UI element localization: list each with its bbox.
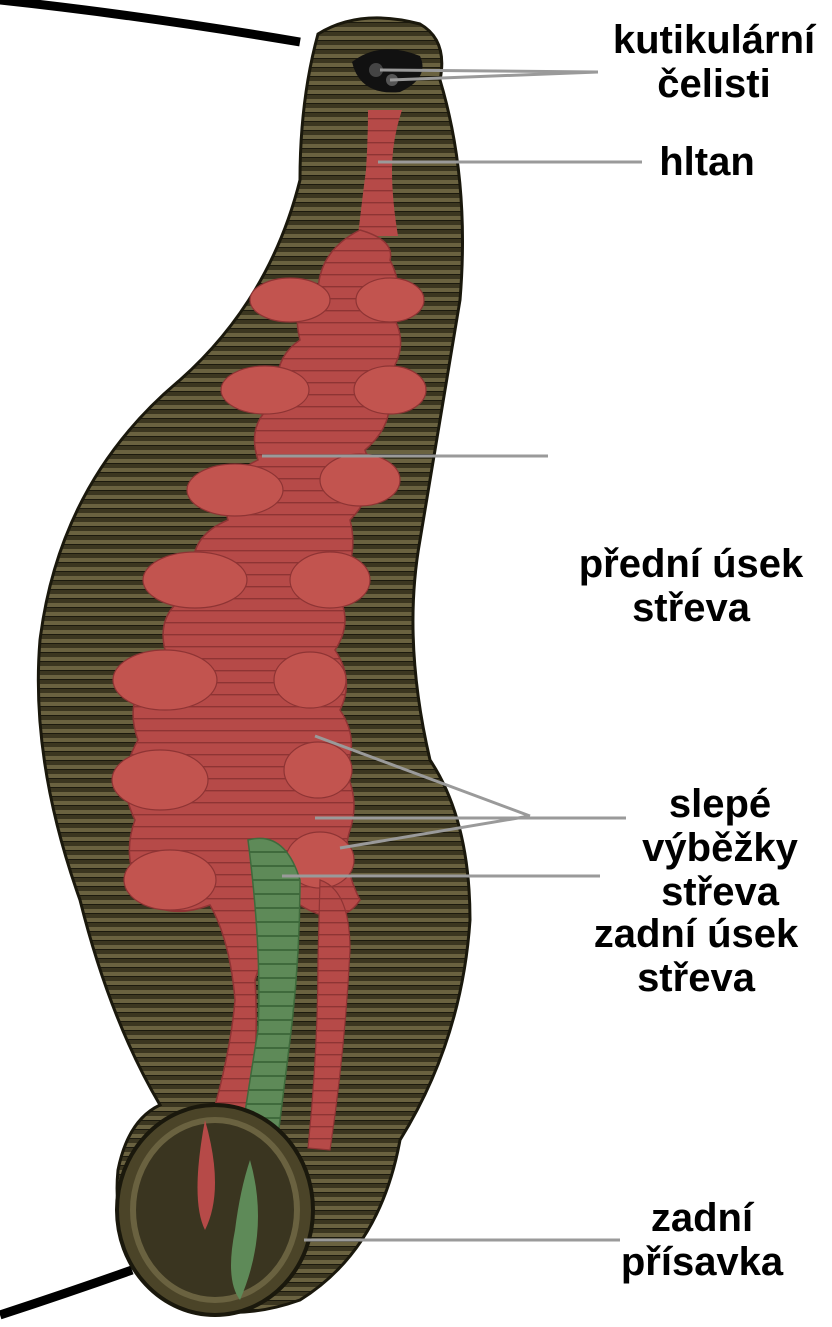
label-posterior-gut: zadní úsek střeva bbox=[560, 912, 832, 1000]
label-sucker: zadní přísavka bbox=[592, 1196, 812, 1284]
bottom-corner-arc bbox=[0, 1270, 132, 1315]
label-jaws: kutikulární čelisti bbox=[596, 18, 832, 106]
label-caeca: slepé výběžky střeva bbox=[620, 782, 820, 914]
posterior-sucker bbox=[117, 1105, 313, 1315]
label-pharynx: hltan bbox=[642, 140, 772, 184]
label-anterior-gut: přední úsek střeva bbox=[550, 542, 832, 630]
top-corner-arc bbox=[0, 0, 300, 42]
